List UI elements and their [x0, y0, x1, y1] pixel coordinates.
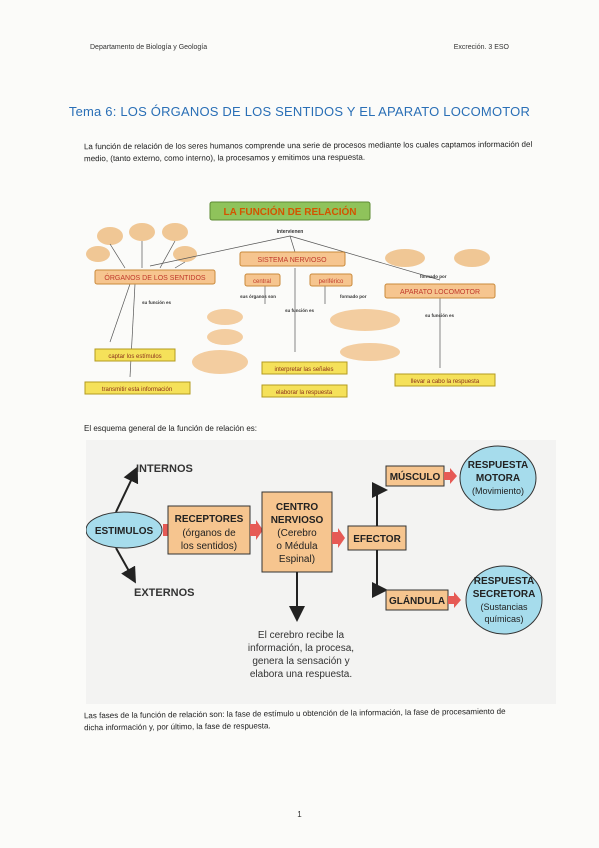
unit-label: Excreción. 3 ESO	[453, 44, 509, 51]
bubble-shape	[97, 227, 123, 245]
bubble-shape	[385, 249, 425, 267]
bubble-shape	[129, 223, 155, 241]
bubble-shape	[207, 309, 243, 325]
bubble-shape	[86, 246, 110, 262]
receptores-line2: (órganos de	[182, 528, 236, 539]
centro-line2: NERVIOSO	[271, 515, 324, 526]
glandula-node: GLÁNDULA	[389, 594, 445, 607]
schema-caption: El esquema general de la función de rela…	[84, 424, 257, 433]
central-node: central	[253, 279, 271, 285]
department-label: Departamento de Biología y Geología	[90, 44, 208, 51]
concept-title: LA FUNCIÓN DE RELACIÓN	[224, 205, 357, 218]
centro-line4: o Médula	[276, 541, 318, 552]
bubble-shape	[454, 249, 490, 267]
formado-por-label: formado por	[340, 294, 367, 299]
llevar-node: llevar a cabo la respuesta	[411, 379, 480, 385]
respuesta-secretora-line4: químicas)	[484, 614, 523, 624]
respuesta-secretora-line3: (Sustancias	[480, 602, 528, 612]
bubble-shape	[192, 350, 248, 374]
externos-label: EXTERNOS	[134, 587, 195, 599]
receptores-line3: los sentidos)	[181, 541, 237, 552]
page-title: Tema 6: LOS ÓRGANOS DE LOS SENTIDOS Y EL…	[68, 104, 531, 119]
periferico-node: periférico	[319, 279, 344, 285]
bubble-shape	[162, 223, 188, 241]
captar-node: captar los estímulos	[108, 354, 161, 360]
respuesta-motora-title: RESPUESTA	[468, 460, 528, 471]
efector-node: EFECTOR	[353, 534, 401, 545]
respuesta-secretora-line2: SECRETORA	[473, 589, 536, 600]
aparato-node: APARATO LOCOMOTOR	[400, 289, 480, 296]
cerebro-note-line2: información, la procesa,	[248, 643, 354, 654]
cerebro-note-line4: elabora una respuesta.	[250, 669, 352, 680]
estimulos-node: ESTIMULOS	[95, 526, 154, 537]
respuesta-secretora-title: RESPUESTA	[474, 576, 534, 587]
sistema-node: SISTEMA NERVIOSO	[257, 257, 327, 264]
internos-label: INTERNOS	[136, 463, 193, 475]
intervienen-label: intervienen	[277, 229, 304, 235]
cerebro-note-line1: El cerebro recibe la	[258, 630, 345, 641]
bubble-shape	[330, 309, 400, 331]
phases-paragraph: Las fases de la función de relación son:…	[83, 706, 506, 733]
interpretar-node: interpretar las señales	[274, 367, 333, 373]
su-funcion-label: su función es	[285, 308, 315, 313]
centro-title: CENTRO	[276, 502, 318, 513]
musculo-node: MÚSCULO	[390, 470, 441, 483]
bubble-shape	[340, 343, 400, 361]
receptores-title: RECEPTORES	[175, 514, 244, 525]
page-number: 1	[297, 810, 302, 819]
centro-line3: (Cerebro	[277, 528, 317, 539]
concept-map: LA FUNCIÓN DE RELACIÓN intervienen	[80, 192, 510, 412]
transmitir-node: transmitir esta información	[102, 387, 172, 393]
formado-por-label: formado por	[420, 274, 447, 279]
su-funcion-label: su función es	[142, 300, 172, 305]
elaborar-node: elaborar la respuesta	[276, 390, 333, 396]
organos-node: ÓRGANOS DE LOS SENTIDOS	[104, 273, 205, 282]
cerebro-note-line3: genera la sensación y	[252, 656, 349, 667]
bubble-shape	[173, 246, 197, 262]
su-funcion-label: su función es	[425, 313, 455, 318]
bubble-shape	[207, 329, 243, 345]
centro-line5: Espinal)	[279, 554, 315, 565]
respuesta-motora-line2: MOTORA	[476, 473, 520, 484]
respuesta-motora-line3: (Movimiento)	[472, 486, 524, 496]
schema-diagram: INTERNOS EXTERNOS ESTIMULOS RECEPTORES (…	[86, 440, 556, 704]
sus-organos-label: sus órganos son	[240, 294, 276, 299]
intro-paragraph: La función de relación de los seres huma…	[83, 139, 533, 164]
